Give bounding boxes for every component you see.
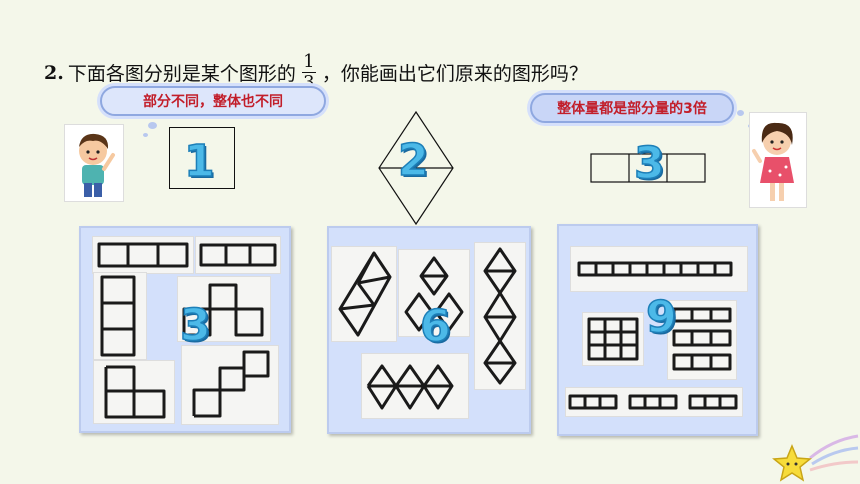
photo-triangle-row — [361, 353, 469, 419]
bubble-dot — [148, 122, 157, 129]
photo-stacked-strips — [667, 300, 737, 380]
fraction-bar — [301, 72, 316, 73]
photo-three-in-row — [92, 236, 194, 274]
figure-label-3: 3 — [633, 138, 665, 189]
photo-three-strips-row — [565, 387, 743, 417]
answer-count-3: 9 — [645, 292, 677, 343]
photo-three-in-column — [93, 272, 147, 360]
question-text-before: 下面各图分别是某个图形的 — [67, 63, 296, 85]
fraction-denominator: 3 — [303, 72, 315, 93]
figure-label-1: 1 — [183, 136, 215, 187]
shooting-star-icon — [772, 434, 859, 482]
bubble-dot — [737, 110, 744, 116]
given-bar-figure — [590, 153, 706, 183]
bubble-dot — [143, 133, 148, 137]
speech-bubble-right: 整体量都是部分量的3倍 — [530, 93, 734, 123]
fraction: 1 3 — [301, 51, 316, 93]
photo-cluster-shape — [398, 249, 470, 337]
answer-count-2: 6 — [419, 301, 451, 352]
photo-long-strip — [570, 246, 748, 292]
speech-bubble-left: 部分不同，整体也不同 — [100, 86, 326, 116]
photo-three-in-row-2 — [195, 236, 281, 274]
photo-staircase — [181, 345, 279, 425]
given-square-figure — [169, 127, 235, 189]
figure-label-2: 2 — [397, 135, 429, 186]
boy-character-image — [64, 124, 124, 202]
photo-grid — [582, 312, 644, 366]
answer-count-1: 3 — [179, 300, 211, 351]
photo-l-shape — [93, 360, 175, 424]
question-text: 2. 下面各图分别是某个图形的 1 3 ，你能画出它们原来的图形吗？ — [44, 52, 588, 93]
photo-vertical-chain — [474, 242, 526, 390]
question-text-after: ，你能画出它们原来的图形吗？ — [321, 63, 588, 85]
fraction-numerator: 1 — [303, 51, 315, 72]
question-number: 2. — [44, 61, 64, 84]
given-rhombus-figure — [378, 110, 454, 226]
photo-diagonal-strip — [331, 246, 397, 342]
girl-character-image — [749, 112, 807, 208]
photo-zigzag — [177, 276, 271, 342]
